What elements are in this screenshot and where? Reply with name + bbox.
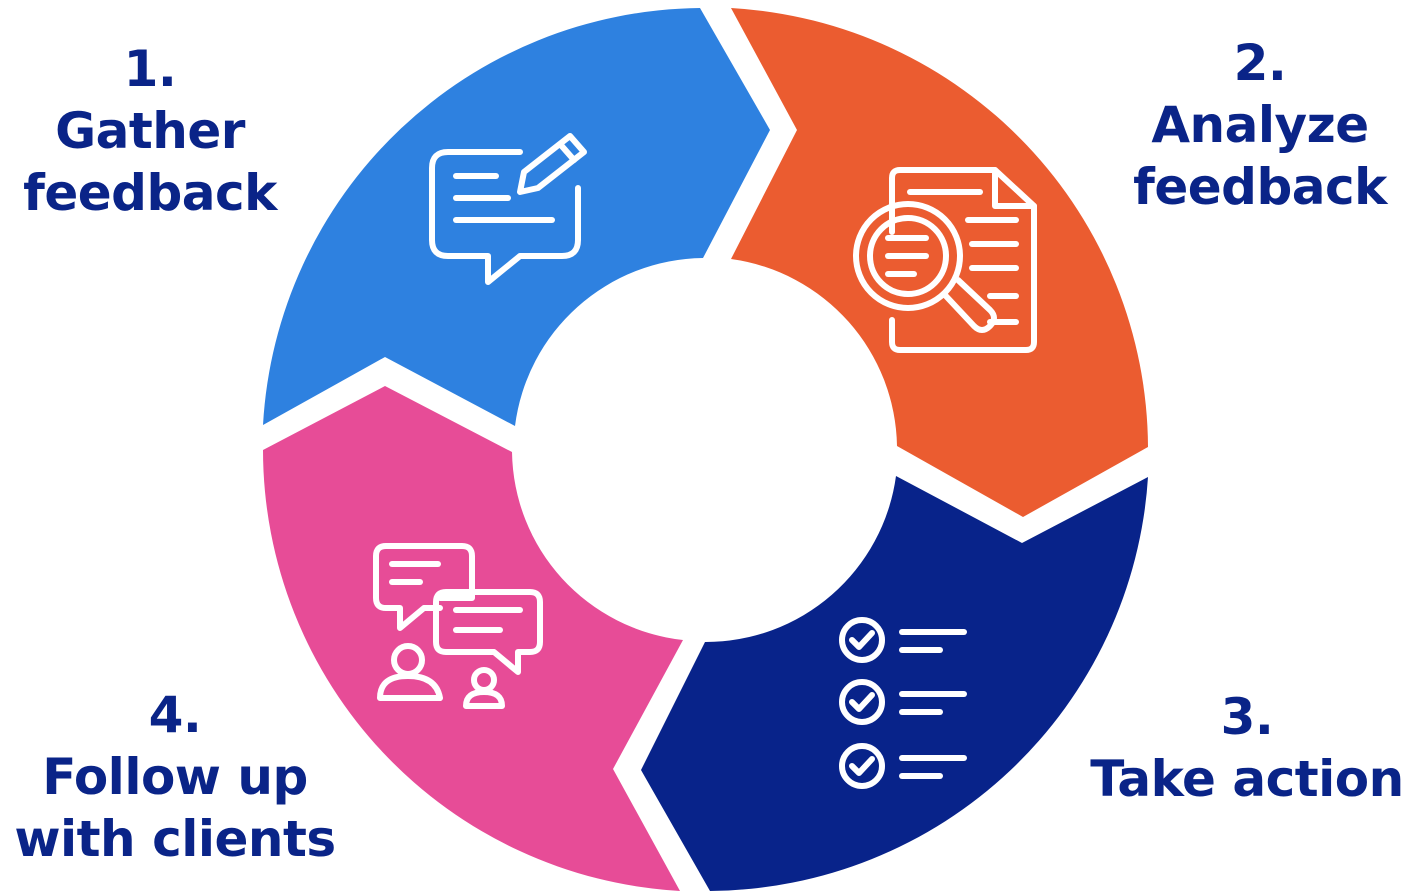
- step-number: 3.: [1220, 688, 1274, 746]
- step-title-line: feedback: [23, 164, 277, 222]
- step-3-label: 3. Take action: [1080, 686, 1414, 810]
- step-number: 2.: [1233, 34, 1287, 92]
- segment-take-action: [641, 476, 1148, 891]
- step-title-line: feedback: [1133, 158, 1387, 216]
- step-title-line: Analyze: [1151, 96, 1369, 154]
- document-search-icon: [853, 167, 1037, 353]
- checklist-icon: [839, 617, 967, 789]
- segment-follow-up: [263, 386, 683, 891]
- step-2-label: 2. Analyze feedback: [1110, 32, 1410, 218]
- segment-analyze-feedback: [731, 8, 1148, 517]
- step-number: 1.: [123, 40, 177, 98]
- step-title-line: Gather: [55, 102, 245, 160]
- step-1-label: 1. Gather feedback: [0, 38, 300, 224]
- step-title-line: Follow up: [42, 748, 308, 806]
- users-conversation-icon: [373, 543, 543, 709]
- step-4-label: 4. Follow up with clients: [0, 684, 350, 870]
- step-title-line: with clients: [14, 810, 336, 868]
- chat-edit-icon: [429, 133, 587, 285]
- step-number: 4.: [148, 686, 202, 744]
- step-title-line: Take action: [1090, 750, 1404, 808]
